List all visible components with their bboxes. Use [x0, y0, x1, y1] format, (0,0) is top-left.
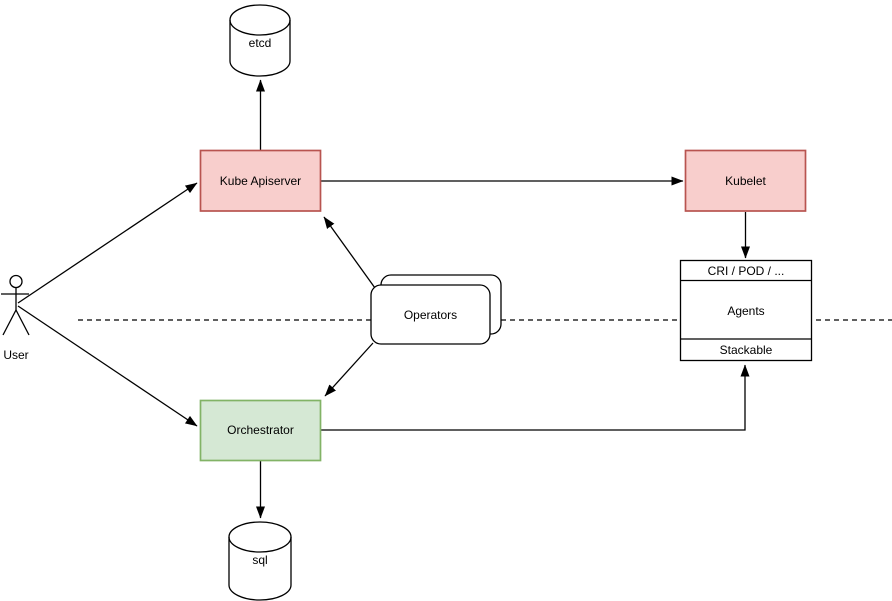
user-actor-leg-right — [15, 309, 30, 336]
edge-user-orchestrator — [17, 305, 198, 427]
kubelet-box — [684, 149, 807, 212]
sql-label: sql — [252, 553, 267, 567]
agents-stack-node: CRI / POD / ... Agents Stackable — [679, 259, 813, 362]
sql-database-node: sql — [228, 521, 292, 601]
kubelet-node: Kubelet — [684, 149, 807, 212]
etcd-database-node: etcd — [229, 4, 291, 77]
user-actor-head — [9, 274, 23, 289]
kube-apiserver-label: Kube Apiserver — [220, 174, 301, 188]
stackable-label: Stackable — [720, 343, 773, 357]
orchestrator-node: Orchestrator — [199, 399, 322, 462]
operators-front-card — [370, 284, 491, 345]
cri-pod-label: CRI / POD / ... — [708, 264, 785, 278]
sql-cylinder-shape — [228, 521, 292, 601]
sql-cylinder-rim — [228, 536, 292, 553]
agents-label: Agents — [727, 304, 764, 318]
etcd-label: etcd — [249, 36, 272, 50]
kube-apiserver-node: Kube Apiserver — [199, 149, 322, 212]
operators-label: Operators — [404, 308, 457, 322]
kubelet-label: Kubelet — [725, 174, 766, 188]
orchestrator-box — [199, 399, 322, 462]
user-label: User — [3, 348, 28, 362]
user-actor-leg-left — [2, 309, 17, 336]
edge-user-kube-apiserver — [17, 182, 198, 304]
edge-orchestrator-agents — [321, 364, 750, 431]
etcd-cylinder-shape — [229, 4, 291, 77]
orchestrator-label: Orchestrator — [227, 423, 294, 437]
agents-stack-box — [679, 259, 813, 362]
operators-node: Operators — [370, 274, 502, 345]
user-actor-node: User — [1, 274, 30, 362]
kube-apiserver-box — [199, 149, 322, 212]
etcd-cylinder-rim — [229, 19, 291, 36]
edge-operators-orchestrator — [324, 342, 374, 397]
edge-operators-kube-apiserver — [323, 216, 376, 289]
